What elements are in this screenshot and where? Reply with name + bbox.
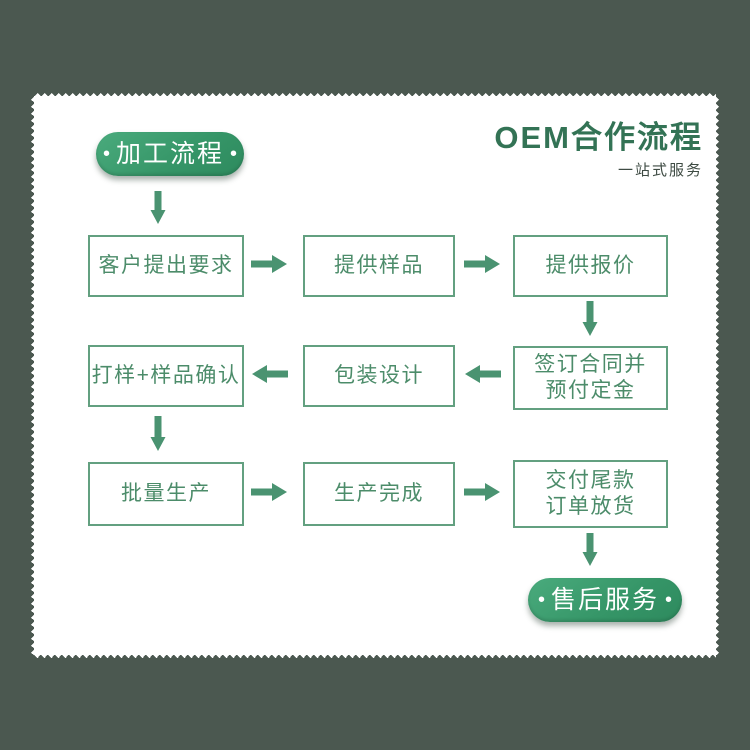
flow-box-sign-contract-deposit: 签订合同并 预付定金: [513, 346, 668, 410]
flow-box-customer-requirements: 客户提出要求: [88, 235, 244, 297]
bullet-dot-icon: •: [102, 143, 110, 165]
flow-box-final-payment-release: 交付尾款 订单放货: [513, 460, 668, 528]
flow-box-label: 交付尾款 订单放货: [545, 469, 636, 518]
serrated-edge-bottom: [34, 655, 716, 658]
arrow-right-icon: [251, 481, 288, 503]
flow-box-provide-samples: 提供样品: [303, 235, 455, 297]
flow-box-production-complete: 生产完成: [303, 462, 455, 526]
arrow-down-icon: [150, 191, 166, 225]
flow-box-label: 打样+样品确认: [91, 364, 241, 387]
bullet-dot-icon: •: [537, 589, 545, 611]
arrow-down-icon: [582, 533, 598, 567]
header-title-block: OEM合作流程 一站式服务: [494, 121, 703, 180]
page-title: OEM合作流程: [494, 120, 703, 155]
arrow-left-icon: [464, 363, 501, 385]
flow-box-label: 客户提出要求: [98, 254, 234, 277]
process-start-badge: • 加工流程 •: [96, 132, 244, 176]
arrow-right-icon: [464, 481, 501, 503]
arrow-down-icon: [582, 301, 598, 337]
arrow-left-icon: [251, 363, 288, 385]
process-end-badge: • 售后服务 •: [528, 578, 682, 622]
flowchart-card: • 加工流程 • OEM合作流程 一站式服务 客户提出要求 提供样品 提供报价 …: [31, 93, 719, 658]
process-end-badge-label: 售后服务: [550, 585, 659, 614]
serrated-edge-left: [31, 96, 34, 655]
flow-box-packaging-design: 包装设计: [303, 345, 455, 407]
bullet-dot-icon: •: [230, 143, 238, 165]
flow-box-label: 签订合同并 预付定金: [534, 353, 647, 402]
arrow-right-icon: [464, 253, 501, 275]
flow-box-label: 包装设计: [334, 364, 424, 387]
serrated-edge-top: [34, 93, 716, 96]
arrow-down-icon: [150, 416, 166, 452]
process-start-badge-label: 加工流程: [115, 139, 224, 168]
serrated-edge-right: [716, 96, 719, 655]
arrow-right-icon: [251, 253, 288, 275]
flow-box-mass-production: 批量生产: [88, 462, 244, 526]
flow-box-provide-quotation: 提供报价: [513, 235, 668, 297]
flow-box-label: 批量生产: [121, 482, 211, 505]
flow-box-label: 提供报价: [545, 254, 636, 277]
flow-box-label: 生产完成: [334, 482, 424, 505]
flow-box-sampling-confirmation: 打样+样品确认: [88, 345, 244, 407]
page-subtitle: 一站式服务: [617, 162, 703, 179]
bullet-dot-icon: •: [665, 589, 673, 611]
flow-box-label: 提供样品: [334, 254, 424, 277]
